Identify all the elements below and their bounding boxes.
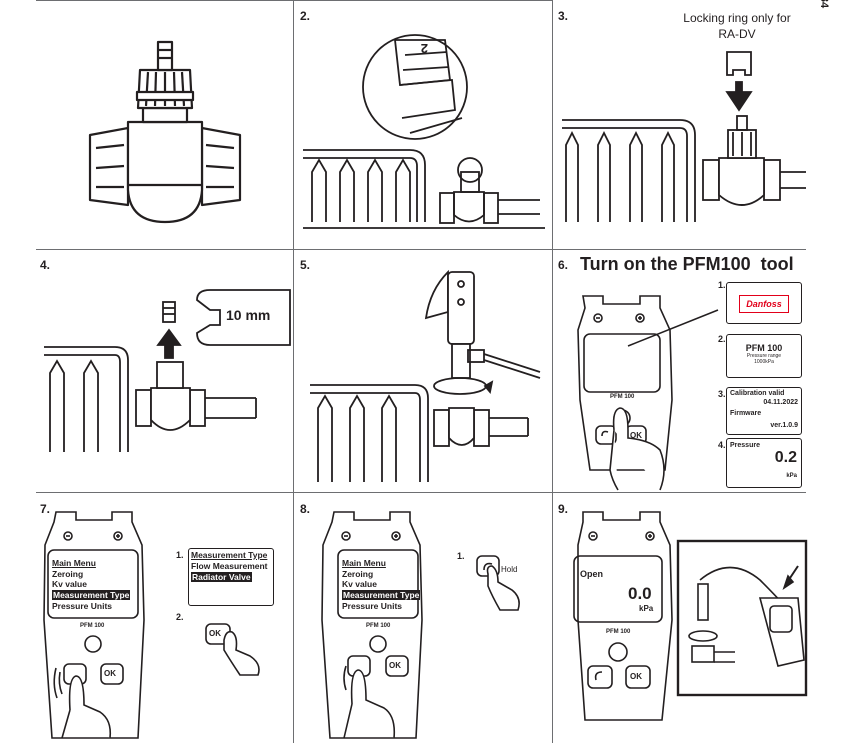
step7-submenu-radiator: Radiator Valve <box>191 572 252 582</box>
step7-submenu: Measurement Type Flow Measurement Radiat… <box>188 548 274 606</box>
step7-device-label: PFM 100 <box>80 623 105 629</box>
step8-menu-zeroing: Zeroing <box>342 569 374 579</box>
step8-menu-kv: Kv value <box>342 579 377 589</box>
valve-illustration <box>88 40 242 224</box>
step7-submenu-title: Measurement Type <box>191 550 268 560</box>
screen3-number: 3. <box>718 389 726 399</box>
step7-sub-number-2: 2. <box>176 612 184 622</box>
step-4-number: 4. <box>40 258 51 272</box>
svg-text:2: 2 <box>421 41 428 56</box>
screen4-number: 4. <box>718 440 726 450</box>
step6-title: Turn on the PFM100 tool <box>580 254 794 274</box>
screen4-card: Pressure 0.2 kPa <box>726 438 802 488</box>
step7-menu-pressure-units: Pressure Units <box>52 601 112 611</box>
screen4-label: Pressure <box>730 442 760 449</box>
wrench-size-label: 10 mm <box>226 307 271 323</box>
screen3-date: 04.11.2022 <box>763 399 798 406</box>
screen1-number: 1. <box>718 280 726 290</box>
step8-hold-label: Hold <box>501 565 518 574</box>
step-7-number: 7. <box>40 502 51 516</box>
screen3-line2: Firmware <box>730 410 762 417</box>
step-8-number: 8. <box>300 502 311 516</box>
divider-h0b <box>294 0 552 1</box>
divider-v1 <box>293 0 294 743</box>
step7-menu-title: Main Menu <box>52 558 96 568</box>
step8-device-label: PFM 100 <box>366 623 391 629</box>
screen3-card: Calibration valid 04.11.2022 Firmware ve… <box>726 387 802 435</box>
screen2-sub2: 1000kPa <box>754 359 774 365</box>
step8-sub-number-1: 1. <box>457 551 465 561</box>
step8-menu-pressure-units: Pressure Units <box>342 601 402 611</box>
screen3-line1: Calibration valid <box>730 390 785 397</box>
step7-menu-kv: Kv value <box>52 579 87 589</box>
step8-menu-measurement-type: Measurement Type <box>342 590 421 600</box>
step6-ok-label: OK <box>630 431 642 440</box>
step8-menu-title: Main Menu <box>342 558 386 568</box>
screen2-sub1: Pressure range <box>746 353 782 359</box>
step-6-number: 6. <box>558 258 569 272</box>
screen2-card: PFM 100 Pressure range 1000kPa <box>726 334 802 378</box>
page-number: 34 <box>817 0 830 9</box>
screen3-version: ver.1.0.9 <box>770 422 798 429</box>
divider-h1 <box>36 249 806 250</box>
step9-value: 0.0 <box>628 584 652 603</box>
step8-ok-label: OK <box>389 661 401 670</box>
step9-ok-label: OK <box>630 672 642 681</box>
danfoss-logo: Danfoss <box>739 295 789 313</box>
step7-sub-number-1: 1. <box>176 550 184 560</box>
screen1-logo-card: Danfoss <box>726 282 802 324</box>
screen2-number: 2. <box>718 334 726 344</box>
step7-ok-label: OK <box>104 669 116 678</box>
step9-screen-label: Open <box>580 569 604 579</box>
step7-menu-measurement-type: Measurement Type <box>52 590 131 600</box>
step7-menu-zeroing: Zeroing <box>52 569 84 579</box>
step9-unit: kPa <box>639 604 654 613</box>
step-9-number: 9. <box>558 502 569 516</box>
divider-h0 <box>36 0 293 1</box>
step7-submenu-flow: Flow Measurement <box>191 561 268 571</box>
screen4-unit: kPa <box>786 473 797 479</box>
step-2-number: 2. <box>300 9 311 23</box>
step-3-number: 3. <box>558 9 569 23</box>
screen4-value: 0.2 <box>774 449 797 466</box>
step-5-number: 5. <box>300 258 311 272</box>
screen2-title: PFM 100 <box>745 343 783 353</box>
divider-h2 <box>36 492 806 493</box>
step7-ok-small: OK <box>209 629 221 638</box>
locking-ring-note: Locking ring only for RA-DV <box>683 11 791 41</box>
step6-device-label: PFM 100 <box>610 394 635 400</box>
step9-device-label: PFM 100 <box>606 629 631 635</box>
divider-v2 <box>552 0 553 743</box>
